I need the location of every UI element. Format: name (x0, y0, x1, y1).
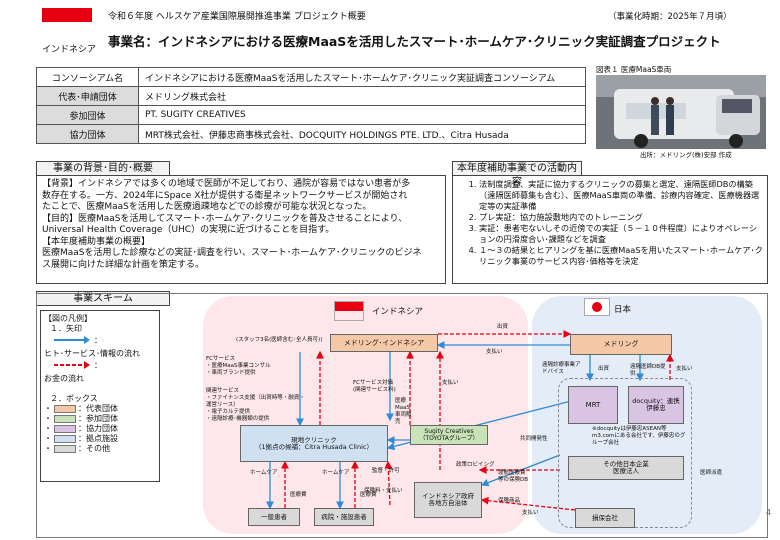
node-clinic: 現地クリニック （1拠点の候補：Citra Husada Clinic） (240, 425, 388, 462)
legend-title: 【図の凡例】 (44, 314, 92, 323)
photo-source: 出所：メドリング(株)安部 作成 (640, 151, 732, 159)
background-line: 医療MaaSを活用した診療などの実証･調査を行い、スマート･ホームケア･クリニッ… (42, 248, 422, 258)
activities-box: 法制度調査、実証に協力するクリニックの募集と選定、遠隔医師DBの構築（遠隔医師募… (452, 175, 768, 284)
label-fee-2: 医療費 (360, 492, 377, 498)
japan-label: 日本 (614, 305, 632, 315)
node-hospital: 病院・施設患者 (314, 508, 374, 526)
vehicle-illustration (596, 75, 766, 149)
node-jp-companies: その他日本企業 医療法人 (568, 456, 684, 480)
label-payment-jp: 支払い (486, 349, 503, 355)
label-payment-gov: 支払い (442, 380, 459, 386)
label-advice: 遠隔診療事業アドバイス (542, 362, 581, 375)
node-insurance: 損保会社 (575, 508, 635, 528)
label-fc-fee: FCサービス対価 (関連サービス料) (353, 380, 396, 393)
label-payment-ins: 支払い (522, 510, 539, 516)
activities-list: 法制度調査、実証に協力するクリニックの募集と選定、遠隔医師DBの構築（遠隔医師募… (457, 179, 763, 267)
legend-box-member: ・：参加団体 (44, 414, 118, 423)
background-line: 数存在する。一方、2024年にSpace X社が提供する衛星ネットワークサービス… (42, 190, 408, 201)
label-fee: 医療費 (290, 492, 307, 498)
node-docquity: docquity：連携 伊藤忠 (628, 386, 684, 424)
page-number: 4 (766, 508, 772, 517)
legend-box-coop: ・：協力団体 (44, 424, 118, 433)
background-line: たことで、医療MaaSを活用した医療過疎地などでの診療が可能な状況となった。 (42, 202, 372, 212)
legend-red-label: お金の流れ (44, 374, 84, 383)
legend-arrows-title: １．矢印 (50, 324, 82, 333)
photo-caption: 図表１ 医療MaaS車両 (596, 65, 672, 74)
page-title: 事業名：インドネシアにおける医療MaaSを活用したスマート･ホームケア･クリニッ… (108, 34, 721, 49)
background-line: 【目的】医療MaaSを活用してスマート･ホームケア･クリニックを普及させることに… (42, 213, 408, 224)
legend-blue-label: ヒト･サービス･情報の流れ (44, 349, 140, 358)
node-mrt: MRT (568, 386, 618, 424)
scheme-heading: 事業スキーム (36, 291, 170, 306)
label-home-care: ホームケア (250, 470, 278, 476)
indonesia-label: インドネシア (372, 307, 424, 317)
node-sugity: Sugity Creatives （TOYOTAグループ） (410, 425, 488, 445)
background-line: ス展開に向けた詳細な計画を策定する。 (42, 259, 205, 270)
label-other: 保険商品 (498, 498, 521, 504)
header-period: （事業化時期：2025年７月頃） (608, 12, 732, 22)
list-item: プレ実証：協力施設敷地内でのトレーニング (479, 212, 763, 223)
node-government: インドネシア政府 各地方自治体 (414, 482, 482, 518)
node-medring-indonesia: メドリング･インドネシア (330, 334, 438, 352)
label-provide: 出資 (598, 366, 610, 372)
label-home-care-2: ホームケア (322, 470, 350, 476)
legend-box-rep: ・：代表団体 (44, 404, 118, 413)
label-lobby: 政策ロビイング (456, 462, 495, 468)
info-table: コンソーシアム名インドネシアにおける医療MaaSを活用したスマート･ホームケア･… (36, 67, 586, 144)
scheme-frame (36, 293, 768, 538)
label-db: 遠隔医師DB提供 (630, 364, 666, 377)
legend: 【図の凡例】 １．矢印 ： ヒト･サービス･情報の流れ ： お金の流れ ２．ボッ… (40, 310, 160, 482)
red-flag-bar (42, 8, 92, 22)
header-subtitle: 令和６年度 ヘルスケア産業国際展開推進事業 プロジェクト概要 (108, 12, 366, 22)
label-exp-cover: 渡航医療費等の保険DB (498, 470, 529, 483)
list-item: 法制度調査、実証に協力するクリニックの募集と選定、遠隔医師DBの構築（遠隔医師募… (479, 179, 763, 212)
vehicle-photo (596, 75, 766, 149)
label-joint: 共同開発性 (520, 436, 548, 442)
japan-flag-icon (584, 298, 610, 316)
label-intro: 医師派遣 (700, 470, 723, 476)
label-regulation: 監督・許可 (372, 468, 400, 474)
background-line: 【本年度補助事業の概要】 (42, 236, 151, 247)
list-item: １～３の結果とヒアリングを基に医療MaaSを用いたスマート･ホームケア･クリニッ… (479, 245, 763, 267)
itochu-note: ※docquityは伊藤忠ASEAN等m3.comにある会社です、伊藤忠のグルー… (592, 426, 686, 446)
label-payment-jp-2: 支払い (676, 366, 693, 372)
red-arrow-icon: ： (54, 361, 102, 370)
background-line: Universal Health Coverage（UHC）の実現に近づけること… (42, 225, 335, 235)
label-dividend: 出資 (497, 324, 509, 330)
label-subsidy: 保険料・支払い (364, 488, 403, 494)
legend-box-site: ・：拠点施設 (44, 434, 118, 443)
indonesia-flag-icon (334, 301, 364, 321)
svg-text:：: ： (94, 361, 102, 370)
label-fc-service: FCサービス ・医療MaaS事業コンサル ・車両ブランド提供 (206, 356, 271, 376)
label-support: 関連サービス ・ファイナンス支援（出資時等・融資・運営リース） ・電子カルテ提供… (206, 388, 305, 422)
svg-text:：: ： (94, 336, 102, 345)
legend-box-other: ・：その他 (44, 444, 110, 453)
background-box: 【背景】インドネシアでは多くの地域で医師が不足しており、通院が容易ではない患者が… (36, 175, 446, 284)
label-maas: 医療 MaaS 車両販売 (395, 398, 412, 425)
legend-boxes-title: ２．ボックス (50, 394, 98, 403)
node-patients: 一般患者 (248, 508, 300, 526)
medring-id-note: (スタッフ3名(医師含む･全人員可)) (236, 337, 323, 343)
header-country: インドネシア (42, 45, 97, 55)
background-line: 【背景】インドネシアでは多くの地域で医師が不足しており、通院が容易ではない患者が… (42, 179, 411, 189)
blue-arrow-icon: ： (54, 336, 102, 345)
list-item: 実証：患者宅ないしその近傍での実証（５－１０件程度）によりオペレーションの円滑度… (479, 223, 763, 245)
node-medring-japan: メドリング (570, 334, 672, 355)
